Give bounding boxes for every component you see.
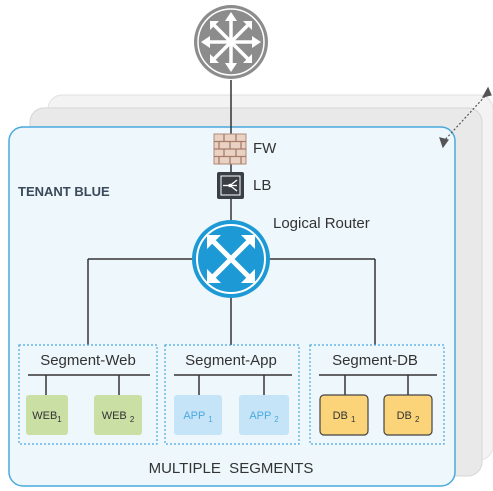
vm-web-1 xyxy=(26,395,68,435)
vm-db-1 xyxy=(319,394,369,436)
vm-web-2 xyxy=(94,395,142,435)
logical-router-label: Logical Router xyxy=(273,215,370,232)
segment-app-title: Segment-App xyxy=(185,352,277,369)
vm-app-1 xyxy=(174,395,222,435)
segment-web-title: Segment-Web xyxy=(40,352,136,369)
segment-bus-lines xyxy=(28,374,437,395)
tenant-label: TENANT BLUE xyxy=(18,184,110,199)
load-balancer-icon xyxy=(217,172,244,199)
vm-web-2-label: WEB 2 xyxy=(102,410,135,424)
vm-web-1-label: WEB1 xyxy=(32,410,62,424)
vm-db-2 xyxy=(383,394,433,436)
vm-db-2-label: DB 2 xyxy=(397,410,420,424)
logical-router-icon xyxy=(192,220,270,298)
segment-db-title: Segment-DB xyxy=(332,352,418,369)
firewall-icon xyxy=(213,133,247,165)
multiple-segments-label: MULTIPLE SEGMENTS xyxy=(149,460,314,477)
vm-db-1-label: DB 1 xyxy=(333,410,356,424)
stack-expand-arrow xyxy=(439,86,492,149)
fw-label: FW xyxy=(253,140,277,157)
vm-app-1-label: APP 1 xyxy=(183,410,213,424)
vm-app-2-label: APP 2 xyxy=(249,410,279,424)
lb-label: LB xyxy=(253,177,271,194)
vm-app-2 xyxy=(239,395,289,435)
core-router-icon xyxy=(194,5,268,79)
